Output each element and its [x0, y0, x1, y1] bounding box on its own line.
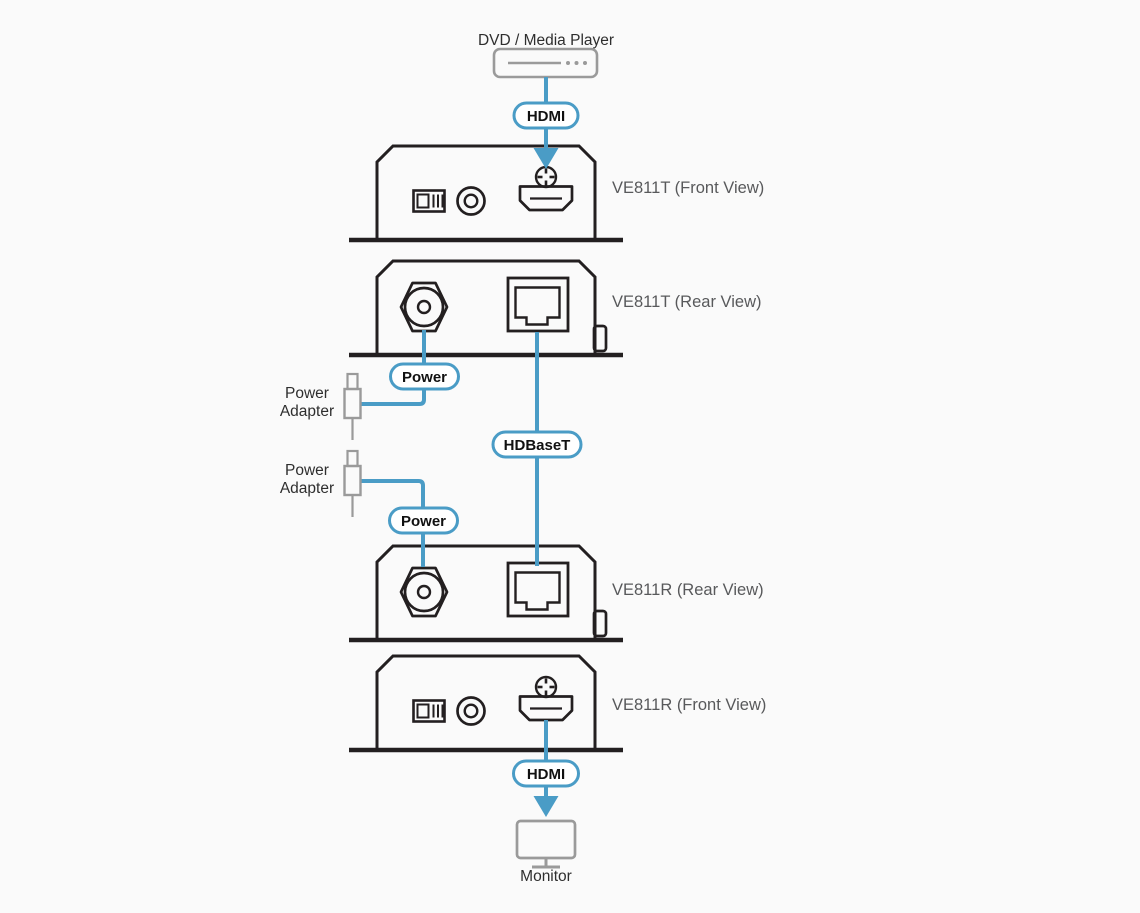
power-cable-line-top	[360, 330, 426, 406]
round-connector-icon	[456, 696, 486, 726]
round-connector-icon	[456, 186, 486, 216]
dip-switch-icon	[412, 699, 446, 723]
dc-power-jack-icon	[399, 566, 449, 618]
rj45-port-icon	[506, 561, 570, 618]
display-device-label: Monitor	[520, 868, 572, 885]
source-device-label: DVD / Media Player	[478, 32, 614, 49]
ve811t-rear-label: VE811T (Rear View)	[612, 293, 761, 311]
hdmi-in-badge: HDMI	[512, 101, 580, 130]
device-ve811t-front: VE811T (Front View)	[349, 144, 764, 243]
power-adapter-top-label-line2: Adapter	[280, 403, 334, 420]
dvd-media-player-icon	[492, 47, 599, 79]
ve811t-front-label: VE811T (Front View)	[612, 179, 764, 197]
hdmi-port-icon	[518, 185, 574, 212]
device-ve811r-front: VE811R (Front View)	[349, 654, 766, 753]
source-device: DVD / Media Player	[478, 32, 614, 79]
screw-icon	[534, 675, 558, 699]
power-bottom-badge-label: Power	[401, 513, 446, 530]
power-adapter-bottom-label-line1: Power	[285, 462, 329, 479]
dc-power-jack-icon	[399, 281, 449, 333]
power-adapter-top-label-line1: Power	[285, 385, 329, 402]
device-chassis	[375, 259, 597, 355]
dip-switch-icon	[412, 189, 446, 213]
power-cable-line-bottom	[360, 479, 425, 567]
device-ve811t-rear: VE811T (Rear View)	[349, 259, 761, 358]
device-chassis	[375, 144, 597, 240]
arrow-down-icon	[533, 796, 559, 817]
power-adapter-bottom: Power Adapter	[280, 449, 362, 517]
ve811r-rear-label: VE811R (Rear View)	[612, 581, 764, 599]
hdbaset-badge-label: HDBaseT	[504, 437, 571, 454]
power-top-badge-label: Power	[402, 369, 447, 386]
hdmi-out-badge: HDMI	[512, 759, 580, 788]
power-adapter-icon	[343, 372, 362, 440]
power-adapter-bottom-label-line2: Adapter	[280, 480, 334, 497]
hdmi-port-icon	[518, 695, 574, 722]
device-chassis	[375, 654, 597, 750]
screw-icon	[534, 165, 558, 189]
hdmi-in-badge-label: HDMI	[527, 108, 565, 125]
arrow-down-icon	[533, 148, 559, 169]
power-adapter-icon	[343, 449, 362, 517]
hdbaset-badge: HDBaseT	[491, 430, 583, 459]
power-adapter-top: Power Adapter	[280, 372, 362, 440]
hdmi-out-badge-label: HDMI	[527, 766, 565, 783]
monitor-icon	[515, 819, 577, 869]
device-ve811r-rear: VE811R (Rear View)	[349, 544, 764, 643]
rj45-port-icon	[506, 276, 570, 333]
power-bottom-badge: Power	[388, 506, 459, 535]
connection-label-badges: HDMI Power HDBaseT Power HDMI	[388, 101, 583, 788]
device-chassis	[375, 544, 597, 640]
display-device: Monitor	[515, 819, 577, 885]
ve811r-front-label: VE811R (Front View)	[612, 696, 766, 714]
power-top-badge: Power	[389, 362, 460, 391]
